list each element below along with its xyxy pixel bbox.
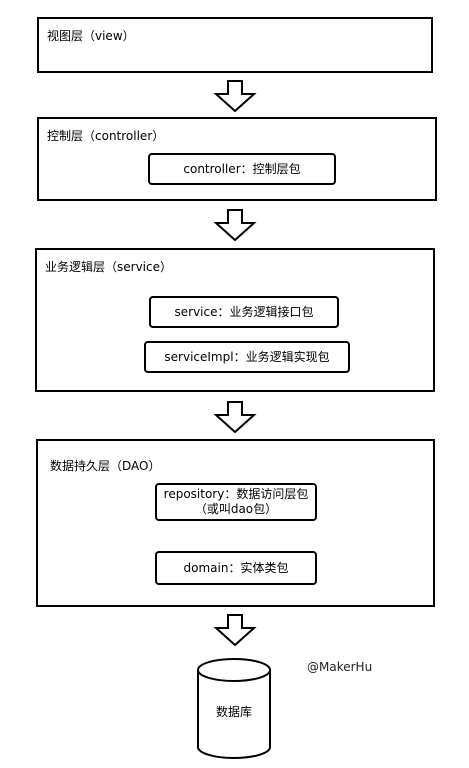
service-layer: 业务逻辑层（service） service：业务逻辑接口包 serviceIm… — [35, 248, 435, 392]
down-arrow-icon — [213, 401, 257, 434]
view-layer: 视图层（view） — [37, 17, 433, 73]
down-arrow-icon — [213, 80, 257, 113]
service-layer-title: 业务逻辑层（service） — [45, 260, 172, 274]
controller-layer: 控制层（controller） controller：控制层包 — [37, 117, 437, 201]
repository-package: repository：数据访问层包（或叫dao包） — [155, 483, 317, 521]
dao-layer: 数据持久层（DAO） repository：数据访问层包（或叫dao包） dom… — [36, 439, 435, 607]
author-watermark: @MakerHu — [307, 660, 373, 674]
dao-layer-title: 数据持久层（DAO） — [50, 459, 161, 473]
database-icon — [197, 658, 271, 759]
database-label: 数据库 — [215, 705, 252, 719]
controller-package: controller：控制层包 — [148, 153, 336, 185]
down-arrow-icon — [213, 614, 257, 647]
service-package: service：业务逻辑接口包 — [149, 296, 339, 328]
view-layer-title: 视图层（view） — [47, 29, 135, 43]
domain-package: domain：实体类包 — [155, 551, 317, 585]
controller-layer-title: 控制层（controller） — [47, 129, 165, 143]
down-arrow-icon — [213, 209, 257, 242]
service-impl-package: serviceImpl：业务逻辑实现包 — [144, 341, 350, 373]
